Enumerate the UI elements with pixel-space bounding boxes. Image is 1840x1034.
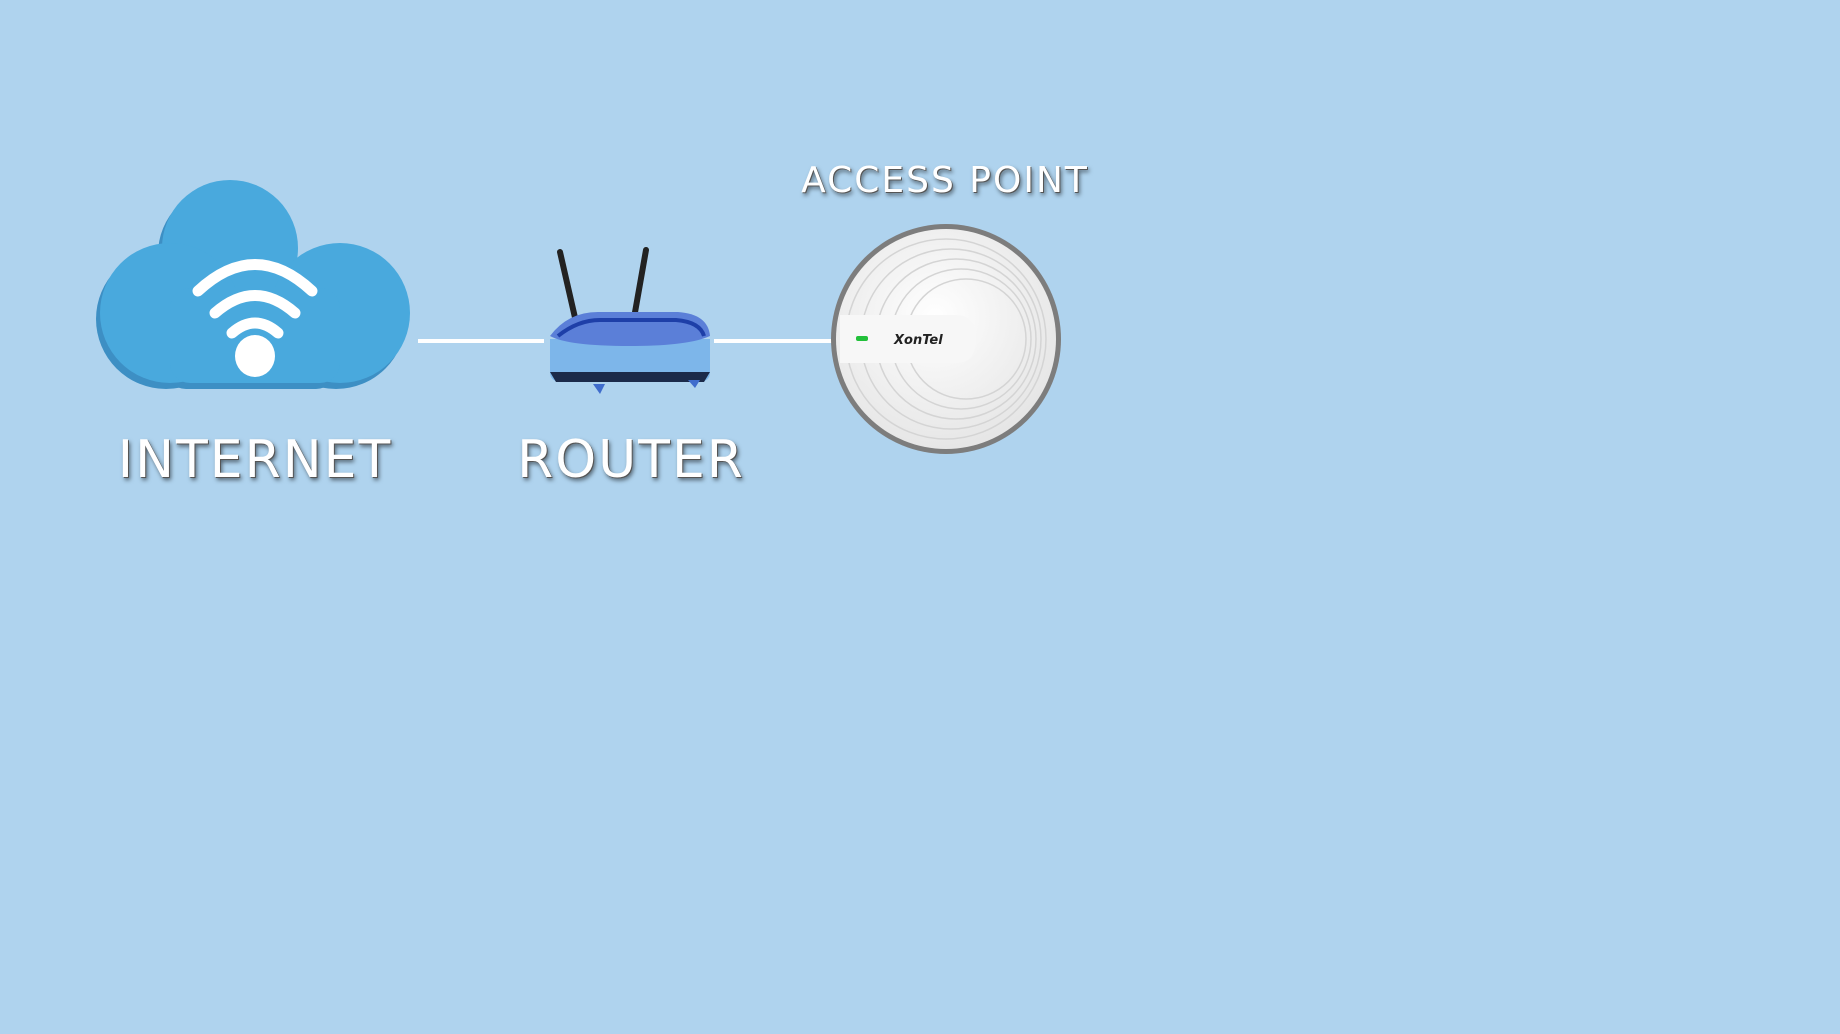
- status-led: [856, 336, 868, 341]
- brand-logo: XonTel: [893, 333, 943, 348]
- link-internet-router: [418, 339, 544, 343]
- internet-label: INTERNET: [117, 430, 393, 490]
- link-router-access-point: [714, 339, 834, 343]
- access-point-label: ACCESS POINT: [801, 160, 1089, 201]
- access-point-icon: XonTel: [831, 224, 1061, 454]
- router-label: ROUTER: [517, 430, 745, 490]
- router-icon: [550, 247, 710, 394]
- cloud-wifi-icon: [96, 180, 410, 389]
